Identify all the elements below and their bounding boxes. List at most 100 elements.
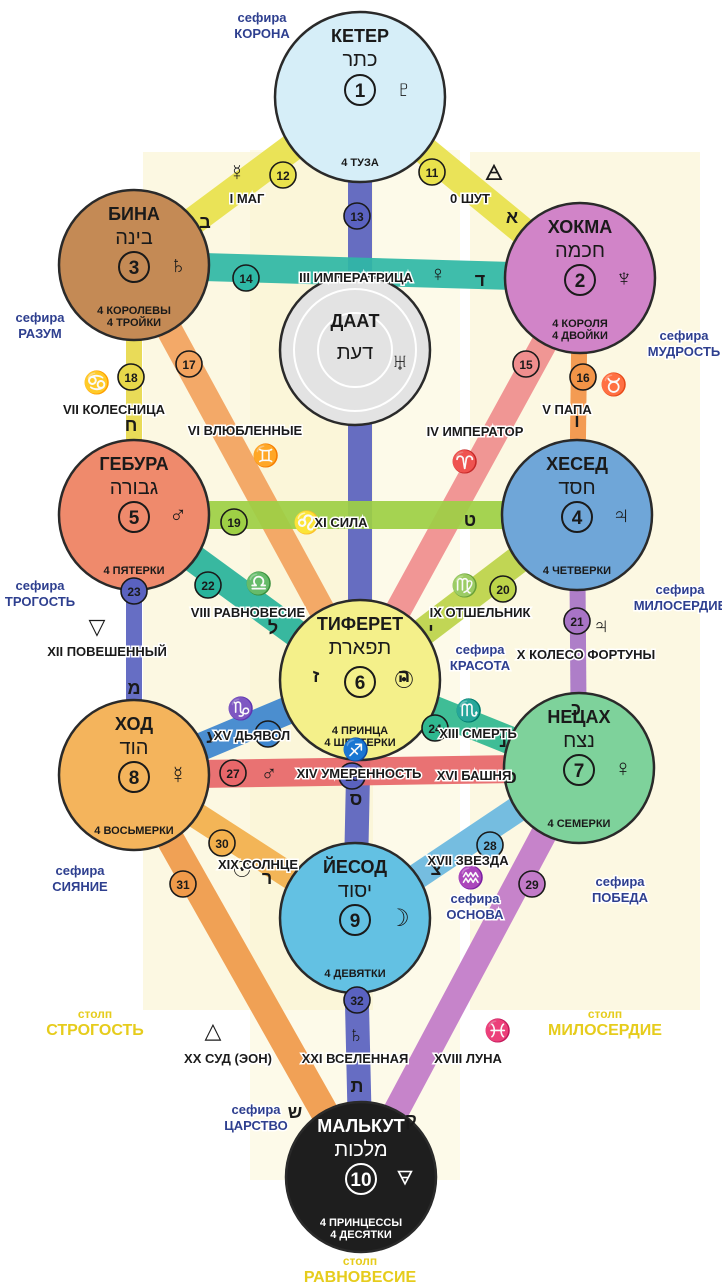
path-17-sign-icon: ♊ bbox=[252, 443, 279, 468]
sefira-binah-cards-2: 4 ТРОЙКИ bbox=[107, 316, 161, 329]
sefira-binah-name: БИНА bbox=[108, 204, 160, 224]
path-13-marker: 13 bbox=[343, 202, 371, 230]
sefira-chesed-name: ХЕСЕД bbox=[546, 454, 608, 474]
sefira-hod-cards-1: 4 ВОСЬМЕРКИ bbox=[94, 825, 174, 837]
sefira-chokmah-hebrew: חכמה bbox=[555, 240, 605, 262]
sefira-geburah-cards-1: 4 ПЯТЕРКИ bbox=[104, 565, 165, 577]
path-number-layer: 1112131415161718192021222324252627282930… bbox=[117, 158, 597, 1014]
path-22-sign-icon: ♎ bbox=[245, 571, 272, 596]
path-23-number: 23 bbox=[127, 585, 141, 599]
sefira-label-radiance-name: СИЯНИЕ bbox=[52, 879, 108, 894]
chokmah-planet-symbol: ♆ bbox=[615, 265, 633, 292]
path-15-number-badge bbox=[512, 350, 540, 378]
path-14-number-badge bbox=[232, 264, 260, 292]
sefira-binah-number-ring bbox=[118, 251, 150, 283]
path-15-hebrew-letter: ה bbox=[398, 666, 410, 686]
path-17-number-badge bbox=[175, 350, 203, 378]
path-11-hebrew-letter: א bbox=[506, 207, 518, 227]
path-16-sign-icon: ♉ bbox=[600, 372, 627, 397]
sefira-hod-hebrew: הוד bbox=[120, 737, 149, 759]
sefira-label-reason-name: РАЗУМ bbox=[18, 326, 61, 341]
path-19-marker: 19 bbox=[220, 508, 248, 536]
sefira-chesed-number-ring bbox=[561, 501, 593, 533]
path-30-number-badge bbox=[208, 829, 236, 857]
pillar-mercy-word: столп bbox=[588, 1007, 622, 1021]
sefira-tiferet-hebrew: תפארת bbox=[329, 637, 391, 659]
path-21-arcana-label: X КОЛЕСО ФОРТУНЫ bbox=[517, 647, 655, 662]
path-14-hebrew-letter: ד bbox=[475, 270, 485, 290]
path-20-arcana-label: IX ОТШЕЛЬНИК bbox=[430, 605, 531, 620]
path-29-hebrew-letter: ק bbox=[405, 1110, 417, 1130]
path-12-sign-icon: ☿ bbox=[229, 160, 246, 185]
path-22-marker: 22 bbox=[194, 571, 222, 599]
daat-core-ring bbox=[317, 312, 393, 388]
malkuth-planet-symbol: 🜃 bbox=[396, 1168, 413, 1190]
sefira-label-beauty-name: КРАСОТА bbox=[450, 658, 511, 673]
sefira-tiferet-number-ring bbox=[344, 666, 376, 698]
yesod-planet-symbol: ☽ bbox=[388, 905, 410, 932]
path-27-hebrew-letter: פ bbox=[505, 767, 517, 787]
path-19-sign-icon: ♌ bbox=[293, 510, 320, 535]
sefira-label-foundation-word: сефира bbox=[451, 891, 501, 906]
sefira-netzach-disc bbox=[502, 691, 656, 845]
path-25-marker: 25 bbox=[338, 762, 366, 790]
pillar-severity-name: СТРОГОСТЬ bbox=[46, 1022, 144, 1039]
path-27-arcana-label: XVI БАШНЯ bbox=[437, 768, 512, 783]
path-19-hebrew-letter: ט bbox=[464, 510, 476, 530]
path-21-number-badge bbox=[563, 607, 591, 635]
sefira-malkuth-cards-2: 4 ДЕСЯТКИ bbox=[330, 1229, 392, 1241]
path-23-sign-icon: ▽ bbox=[89, 614, 106, 639]
path-26-number: 26 bbox=[261, 728, 275, 742]
path-21-marker: 21 bbox=[563, 607, 591, 635]
path-17-arcana-label: VI ВЛЮБЛЕННЫЕ bbox=[188, 423, 303, 438]
path-25-number-badge bbox=[338, 762, 366, 790]
path-11-arcana-label: 0 ШУТ bbox=[450, 191, 490, 206]
keter-planet-symbol: ♇ bbox=[395, 76, 413, 103]
sefira-malkuth-number-ring bbox=[345, 1163, 377, 1195]
path-23-marker: 23 bbox=[120, 577, 148, 605]
path-25-number: 25 bbox=[345, 770, 359, 784]
sefira-label-severity-name: ТРОГОСТЬ bbox=[5, 594, 75, 609]
path-21-sign-icon: ♃ bbox=[593, 613, 610, 638]
path-20-hebrew-letter: י bbox=[428, 620, 433, 640]
path-18-arcana-label: VII КОЛЕСНИЦА bbox=[63, 402, 166, 417]
path-29-sign-icon: ♓ bbox=[484, 1018, 511, 1043]
sefira-geburah-number-ring bbox=[118, 501, 150, 533]
binah-planet-symbol: ♄ bbox=[169, 252, 187, 279]
path-30-number: 30 bbox=[215, 837, 229, 851]
sefira-netzach-cards-1: 4 СЕМЕРКИ bbox=[548, 818, 611, 830]
sefira-yesod-number: 9 bbox=[350, 911, 361, 932]
chesed-planet-symbol: ♃ bbox=[612, 502, 630, 529]
path-20-marker: 20 bbox=[489, 575, 517, 603]
path-23-arcana-label: XII ПОВЕШЕННЫЙ bbox=[47, 644, 167, 659]
sefira-yesod-cards-1: 4 ДЕВЯТКИ bbox=[324, 968, 385, 980]
path-24-marker: 24 bbox=[421, 714, 449, 742]
daat-inner-ring bbox=[293, 288, 417, 412]
sefira-hod-number: 8 bbox=[129, 768, 140, 789]
path-11-marker: 11 bbox=[418, 158, 446, 186]
sefira-chesed-disc bbox=[500, 438, 654, 592]
daat-planet-symbol: ♅ bbox=[391, 349, 409, 376]
path-29-band bbox=[349, 761, 591, 1184]
path-22-arcana-label: VIII РАВНОВЕСИЕ bbox=[191, 605, 306, 620]
path-16-hebrew-letter: ו bbox=[574, 411, 579, 431]
path-16-number: 16 bbox=[576, 371, 590, 385]
path-18-hebrew-letter: ח bbox=[125, 415, 138, 435]
path-17-hebrew-letter: ז bbox=[313, 666, 320, 686]
path-28-marker: 28 bbox=[476, 831, 504, 859]
sefira-label-severity-word: сефира bbox=[16, 578, 66, 593]
sefira-chokmah-name: ХОКМА bbox=[548, 217, 613, 237]
sefira-hod-disc bbox=[57, 698, 211, 852]
path-29-number-badge bbox=[518, 870, 546, 898]
path-26-number-badge bbox=[254, 720, 282, 748]
sefira-yesod-name: ЙЕСОД bbox=[323, 856, 387, 877]
path-12-number-badge bbox=[269, 161, 297, 189]
path-28-hebrew-letter: צ bbox=[431, 859, 442, 879]
path-22-number: 22 bbox=[201, 579, 215, 593]
sefira-label-victory-name: ПОБЕДА bbox=[592, 890, 649, 905]
